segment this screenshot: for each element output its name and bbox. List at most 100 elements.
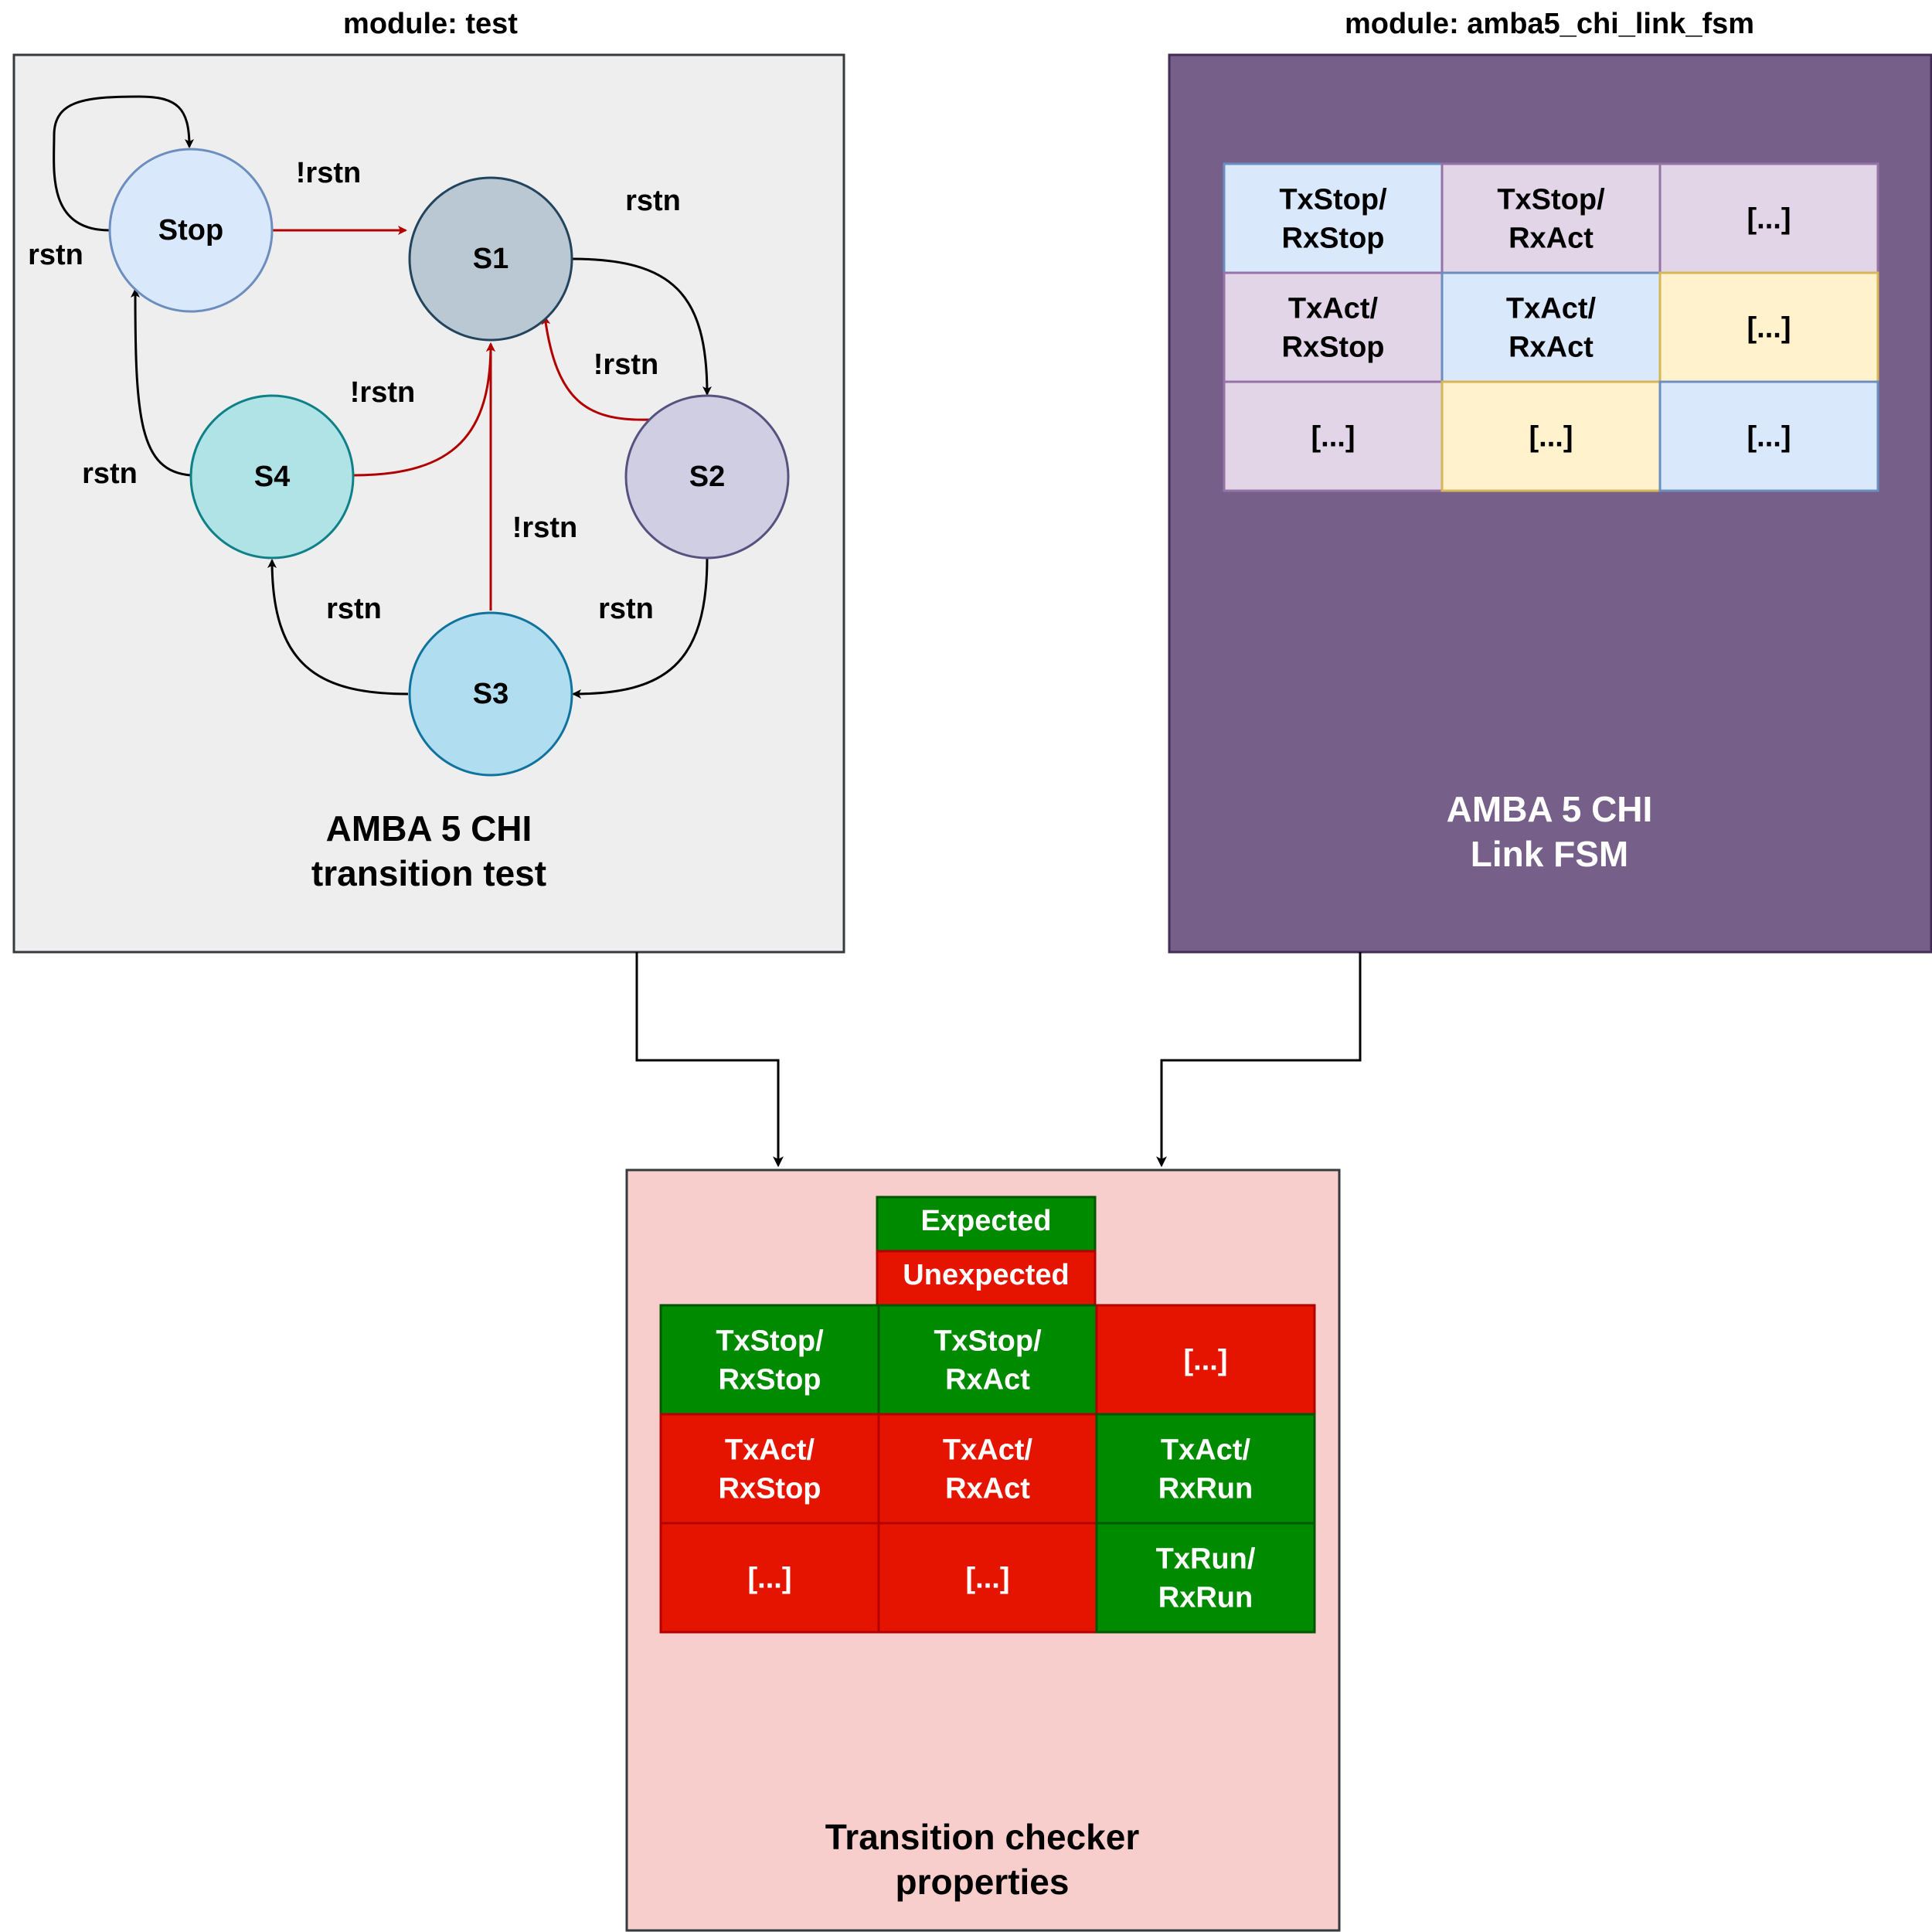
checker-grid-cell: [...] bbox=[877, 1522, 1098, 1634]
legend-unexpected-swatch bbox=[876, 1250, 1097, 1307]
checker-grid-cell: TxStop/RxAct bbox=[877, 1304, 1098, 1416]
state-s4-label: S4 bbox=[254, 461, 290, 493]
transition-edges bbox=[53, 95, 712, 699]
fsm-grid-cell: [...] bbox=[1658, 271, 1879, 383]
edge-label-s1-to-s2: rstn bbox=[625, 185, 681, 217]
fsm-grid-cell: TxStop/RxAct bbox=[1440, 162, 1662, 274]
legend-expected-swatch bbox=[876, 1196, 1097, 1253]
state-stop: Stop bbox=[108, 148, 274, 313]
edge-label-stop-to-s1: !rstn bbox=[296, 157, 361, 189]
state-stop-label: Stop bbox=[158, 214, 223, 247]
fsm-state-grid: TxStop/RxStopTxStop/RxAct[...]TxAct/RxSt… bbox=[1223, 162, 1879, 492]
state-stop-circle bbox=[108, 148, 274, 313]
fsm-grid-cell: [...] bbox=[1440, 380, 1662, 492]
edge-label-s2-to-s1: !rstn bbox=[594, 349, 658, 381]
legend-expected-label: Expected bbox=[921, 1205, 1052, 1237]
edge-s1-to-s2 bbox=[571, 257, 712, 396]
checker-grid-cell: TxAct/RxAct bbox=[877, 1413, 1098, 1525]
checker-grid-cell-label: TxStop/ bbox=[934, 1325, 1042, 1358]
fsm-grid-cell-label: [...] bbox=[1747, 203, 1791, 236]
fsm-grid-cell-label: RxAct bbox=[1509, 332, 1594, 364]
checker-grid-cell: TxAct/RxRun bbox=[1095, 1413, 1316, 1525]
edge-label-s3-to-s4: rstn bbox=[326, 593, 382, 625]
checker-grid-cell: TxRun/RxRun bbox=[1095, 1522, 1316, 1634]
checker-caption-line2: properties bbox=[896, 1862, 1070, 1902]
legend-unexpected-label: Unexpected bbox=[903, 1259, 1069, 1291]
checker-grid-cell-label: [...] bbox=[748, 1563, 792, 1595]
state-s4-circle bbox=[189, 394, 355, 560]
state-s3-label: S3 bbox=[473, 678, 509, 710]
fsm-grid-cell-label: TxStop/ bbox=[1279, 184, 1387, 216]
checker-grid-cell-label: RxStop bbox=[719, 1473, 821, 1505]
fsm-grid-cell: TxStop/RxStop bbox=[1223, 162, 1444, 274]
edge-stop-self-loop bbox=[53, 95, 194, 232]
checker-grid-cell-bg bbox=[877, 1304, 1098, 1416]
checker-module: Expected Unexpected TxStop/RxStopTxStop/… bbox=[625, 1168, 1341, 1932]
checker-grid-cell-bg bbox=[877, 1522, 1098, 1634]
fsm-grid-cell-label: RxAct bbox=[1509, 223, 1594, 255]
checker-grid-cell-label: RxStop bbox=[719, 1364, 821, 1396]
checker-grid-cell-bg bbox=[659, 1413, 880, 1525]
fsm-grid-cell: [...] bbox=[1658, 162, 1879, 274]
fsm-grid-cell-label: TxAct/ bbox=[1506, 293, 1597, 325]
state-s1: S1 bbox=[408, 176, 573, 342]
fsm-grid-cell: TxAct/RxStop bbox=[1223, 271, 1444, 383]
edge-label-s2-to-s3: rstn bbox=[598, 593, 654, 625]
fsm-grid-cell-label: [...] bbox=[1747, 421, 1791, 454]
state-s2-label: S2 bbox=[689, 461, 725, 493]
checker-grid-cell-bg bbox=[659, 1304, 880, 1416]
checker-grid-cell-bg bbox=[1095, 1413, 1316, 1525]
fsm-grid-cell: TxAct/RxAct bbox=[1440, 271, 1662, 383]
connector-fsm-to-checker bbox=[1156, 952, 1362, 1168]
state-s4: S4 bbox=[189, 394, 355, 560]
checker-grid-cell-label: [...] bbox=[1184, 1345, 1228, 1377]
edge-label-s3-to-s1: !rstn bbox=[512, 512, 577, 544]
fsm-grid-cell-bg bbox=[1440, 162, 1662, 274]
state-s1-label: S1 bbox=[473, 243, 509, 275]
state-s2: S2 bbox=[624, 394, 790, 560]
checker-grid-cell-label: RxAct bbox=[945, 1473, 1030, 1505]
edge-label-s4-to-stop: rstn bbox=[82, 457, 138, 490]
fsm-grid-cell-bg bbox=[1223, 380, 1444, 492]
checker-grid-cell-label: TxAct/ bbox=[1161, 1434, 1251, 1467]
test-module-caption-line1: AMBA 5 CHI bbox=[326, 808, 532, 849]
fsm-grid-cell-label: TxStop/ bbox=[1497, 184, 1605, 216]
checker-grid-cell-label: RxAct bbox=[945, 1364, 1030, 1396]
checker-grid-cell: TxStop/RxStop bbox=[659, 1304, 880, 1416]
fsm-grid-cell-bg bbox=[1658, 380, 1879, 492]
checker-grid-cell-label: TxAct/ bbox=[943, 1434, 1033, 1467]
fsm-grid-cell-bg bbox=[1658, 162, 1879, 274]
checker-grid-cell-bg bbox=[659, 1522, 880, 1634]
fsm-grid-cell-label: RxStop bbox=[1282, 332, 1385, 364]
edge-label-s4-to-s1: !rstn bbox=[350, 376, 415, 409]
fsm-grid-cell-bg bbox=[1440, 380, 1662, 492]
checker-grid-cell-label: TxStop/ bbox=[716, 1325, 824, 1358]
edge-labels: rstn !rstn rstn !rstn !rstn !rstn rstn r… bbox=[28, 157, 681, 625]
checker-grid-cell: TxAct/RxStop bbox=[659, 1413, 880, 1525]
edge-s3-to-s4 bbox=[267, 559, 409, 696]
fsm-grid-cell-label: TxAct/ bbox=[1288, 293, 1379, 325]
fsm-grid-cell-bg bbox=[1223, 162, 1444, 274]
edge-s4-to-stop bbox=[131, 288, 192, 477]
checker-grid-cell-bg bbox=[1095, 1522, 1316, 1634]
test-module-header: module: test bbox=[343, 8, 518, 40]
checker-state-grid: TxStop/RxStopTxStop/RxAct[...]TxAct/RxSt… bbox=[659, 1304, 1316, 1634]
checker-grid-cell-label: RxRun bbox=[1158, 1582, 1253, 1614]
fsm-module-header: module: amba5_chi_link_fsm bbox=[1345, 8, 1754, 40]
test-module: module: test rstn !rstn rstn !rstn !rstn… bbox=[12, 8, 845, 954]
checker-legend: Expected Unexpected bbox=[876, 1196, 1097, 1307]
connector-test-to-checker bbox=[635, 952, 784, 1168]
checker-grid-cell-label: TxAct/ bbox=[725, 1434, 815, 1467]
fsm-grid-cell-bg bbox=[1223, 271, 1444, 383]
edge-s2-to-s3 bbox=[572, 557, 709, 699]
state-s3: S3 bbox=[408, 611, 573, 777]
state-s3-circle bbox=[408, 611, 573, 777]
fsm-grid-cell: [...] bbox=[1223, 380, 1444, 492]
fsm-module-caption-line2: Link FSM bbox=[1471, 834, 1628, 874]
fsm-module: module: amba5_chi_link_fsm TxStop/RxStop… bbox=[1168, 8, 1932, 954]
state-s2-circle bbox=[624, 394, 790, 560]
fsm-grid-cell-label: [...] bbox=[1311, 421, 1355, 454]
checker-grid-cell: [...] bbox=[1095, 1304, 1316, 1416]
checker-grid-cell-bg bbox=[877, 1413, 1098, 1525]
